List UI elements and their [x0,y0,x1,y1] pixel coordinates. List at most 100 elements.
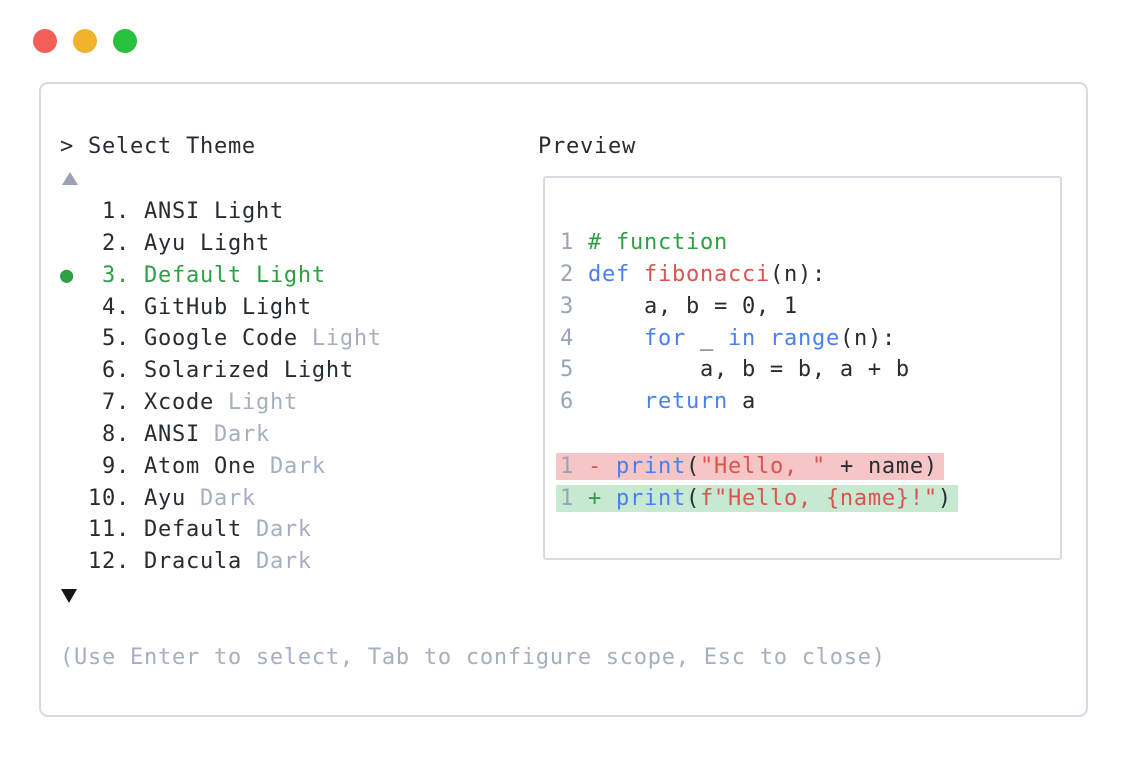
code-token: 2 [560,261,574,287]
theme-list-item[interactable]: 11. Default Dark [60,514,382,546]
code-token: - [588,454,602,479]
code-line: 3 a, b = 0, 1 [560,291,910,323]
theme-list-item[interactable]: 9. Atom One Dark [60,451,382,483]
theme-list-item[interactable]: 10. Ayu Dark [60,483,382,515]
theme-item-label: 8. ANSI [88,421,200,447]
code-token: def [588,261,630,287]
theme-list-item[interactable]: 2. Ayu Light [60,228,382,260]
theme-list-item[interactable]: 6. Solarized Light [60,355,382,387]
code-token: for [643,325,686,351]
code-token: 3 [560,293,574,319]
indicator-space [60,326,88,351]
code-token [574,486,588,511]
theme-item-label: 5. Google Code [88,326,298,352]
code-token: return [643,389,728,415]
theme-item-variant: Dark [241,517,312,543]
code-token: print [616,454,686,479]
indicator-space [60,486,88,511]
indicator-space [60,454,88,479]
theme-item-variant: Light [213,390,298,416]
code-token [574,230,588,255]
indicator-space [60,231,88,256]
code-token: _ [685,325,728,351]
selected-dot-icon: ● [60,262,88,288]
code-token: 4 [560,325,574,351]
code-token: (n): [839,325,896,351]
code-token: "Hello, " [699,454,826,479]
code-token [630,262,644,287]
code-token [574,389,644,414]
theme-list-item[interactable]: 12. Dracula Dark [60,546,382,578]
code-token: 1 [560,454,574,479]
theme-list-item[interactable]: 8. ANSI Dark [60,419,382,451]
code-token: range [769,325,840,351]
diff-line: 1 - print("Hello, " + name) [556,451,958,483]
indicator-space [60,199,88,224]
theme-item-label: 11. Default [88,517,242,543]
code-line: 5 a, b = b, a + b [560,354,910,386]
code-token: 5 [560,357,574,383]
theme-item-label: 12. Dracula [88,549,242,575]
code-token: fibonacci [644,261,770,287]
code-token [574,454,588,479]
code-token: 6 [560,389,574,415]
theme-item-variant: Light [297,326,382,352]
theme-item-label: 4. GitHub Light [88,294,312,320]
code-token [602,454,616,479]
theme-item-label: 2. Ayu Light [88,230,270,256]
help-text: (Use Enter to select, Tab to configure s… [60,645,886,670]
code-token: (n): [769,261,826,287]
indicator-space [60,422,88,447]
close-traffic-button[interactable] [33,29,57,53]
indicator-space [60,295,88,320]
code-token [756,326,770,351]
code-token: ) [937,485,952,511]
code-token: + name) [825,454,938,479]
code-token [602,486,616,511]
indicator-space [60,517,88,542]
theme-item-variant: Dark [241,549,312,575]
theme-item-variant: Dark [199,421,270,447]
scroll-up-icon[interactable] [62,172,78,185]
code-line: 1 # function [560,227,910,259]
code-token: in [727,325,756,351]
theme-item-label: 3. Default Light [88,262,326,288]
code-token: ( [685,485,700,511]
preview-diff: 1 - print("Hello, " + name)1 + print(f"H… [556,451,958,515]
indicator-space [60,358,88,383]
theme-list-item[interactable]: ● 3. Default Light [60,260,382,292]
preview-title: Preview [538,134,636,159]
theme-list-item[interactable]: 5. Google Code Light [60,323,382,355]
theme-item-variant: Dark [185,485,256,511]
code-token [574,326,644,351]
code-line: 6 return a [560,386,910,418]
indicator-space [60,549,88,574]
code-token: a, b = b, a + b [574,357,910,383]
theme-item-label: 10. Ayu [88,485,186,511]
theme-item-label: 6. Solarized Light [88,358,354,384]
code-line: 4 for _ in range(n): [560,323,910,355]
code-token: 1 [560,230,574,255]
theme-item-label: 7. Xcode [88,390,214,416]
code-token [574,262,588,287]
diff-line: 1 + print(f"Hello, {name}!") [556,483,958,515]
theme-list-item[interactable]: 1. ANSI Light [60,196,382,228]
zoom-traffic-button[interactable] [113,29,137,53]
code-token: 1 [560,485,574,511]
diff-highlight-added: 1 + print(f"Hello, {name}!") [556,484,958,512]
code-token: f"Hello, {name}!" [699,485,938,511]
theme-list: 1. ANSI Light 2. Ayu Light● 3. Default L… [60,196,382,578]
code-token: # function [588,230,728,255]
scroll-down-icon[interactable] [61,589,77,603]
diff-highlight-removed: 1 - print("Hello, " + name) [556,453,944,480]
theme-list-item[interactable]: 7. Xcode Light [60,387,382,419]
minimize-traffic-button[interactable] [73,29,97,53]
theme-list-item[interactable]: 4. GitHub Light [60,292,382,324]
theme-item-label: 9. Atom One [88,453,256,479]
theme-item-variant: Dark [255,453,326,479]
code-token: a, b = 0, 1 [574,293,798,319]
code-token: ( [685,454,700,479]
code-line: 2 def fibonacci(n): [560,259,910,291]
code-token: print [616,485,686,511]
theme-item-label: 1. ANSI Light [88,199,284,224]
